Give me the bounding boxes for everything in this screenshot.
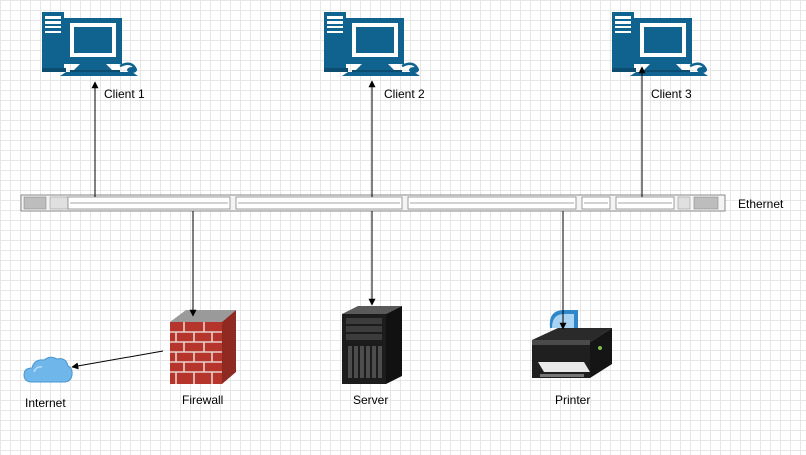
ethernet-label: Ethernet <box>738 197 784 211</box>
printer-label: Printer <box>555 393 591 407</box>
internet-label: Internet <box>25 396 66 410</box>
firewall-label: Firewall <box>182 393 224 407</box>
client3-label: Client 3 <box>651 87 692 101</box>
firewall-icon <box>170 310 236 384</box>
server-label: Server <box>353 393 389 407</box>
cloud-icon <box>23 356 73 383</box>
server-tower-icon <box>342 306 402 384</box>
client2-label: Client 2 <box>384 87 425 101</box>
ethernet-bus-icon <box>20 194 726 212</box>
client1-label: Client 1 <box>104 87 145 101</box>
edge-firewall-internet <box>71 350 164 370</box>
